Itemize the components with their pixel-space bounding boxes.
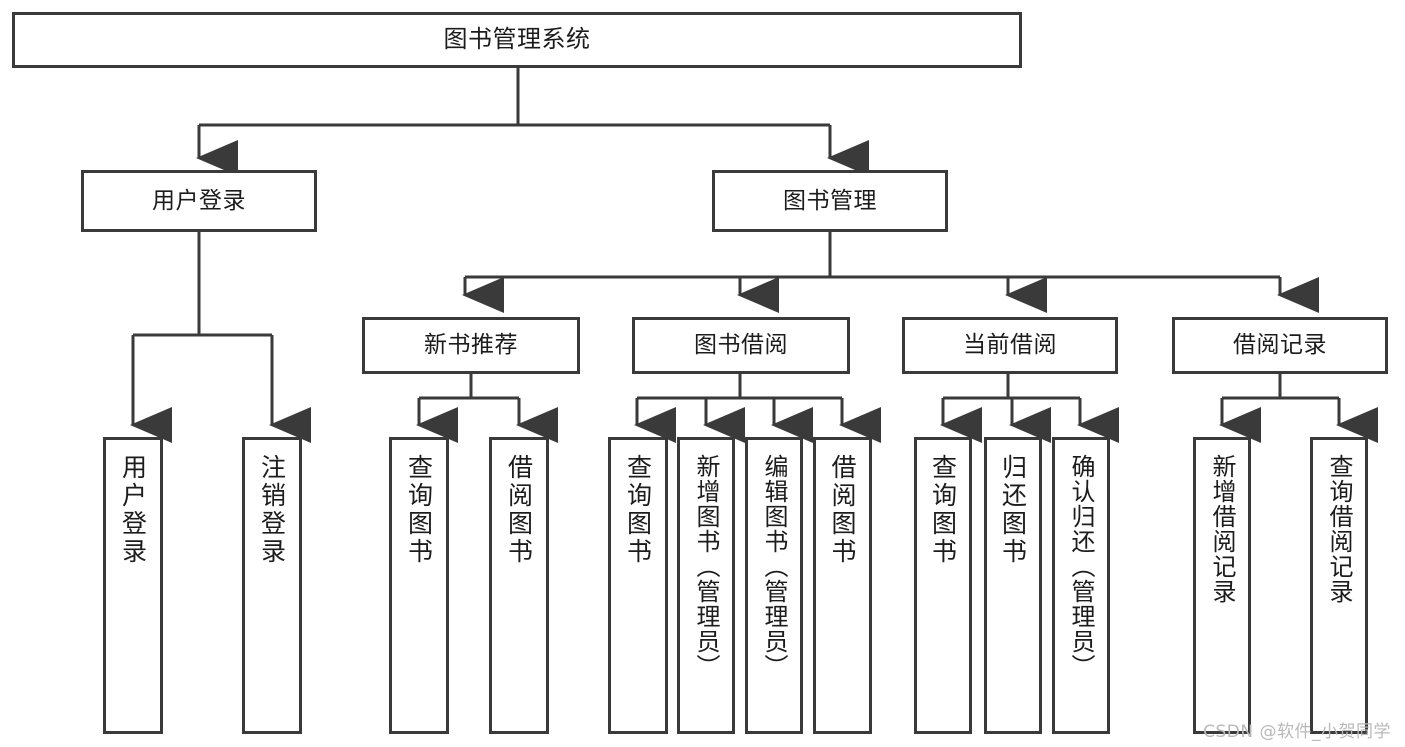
node-user-login-label: 用户登录 — [152, 187, 246, 214]
node-new-book-recommend[interactable]: 新书推荐 — [362, 317, 580, 374]
csdn-watermark: CSDN @软件_小贺同学 — [1203, 722, 1391, 742]
node-new-book-recommend-label: 新书推荐 — [424, 332, 518, 359]
node-root-system-label: 图书管理系统 — [443, 25, 591, 54]
leaf-query-borrow-record-label: 查询借阅记录 — [1325, 454, 1353, 604]
node-book-borrow[interactable]: 图书借阅 — [632, 317, 850, 374]
node-current-borrow-label: 当前借阅 — [963, 332, 1057, 359]
node-borrow-record[interactable]: 借阅记录 — [1172, 317, 1388, 374]
leaf-confirm-return-admin-label: 确认归还（管理员） — [1067, 454, 1095, 679]
leaf-new-book-query-label: 查询图书 — [404, 454, 434, 566]
leaf-borrow-book-label: 借阅图书 — [828, 454, 857, 566]
leaf-new-book-query[interactable]: 查询图书 — [389, 437, 449, 734]
node-root-system[interactable]: 图书管理系统 — [12, 12, 1022, 68]
node-book-manage-label: 图书管理 — [783, 187, 877, 214]
leaf-return-book[interactable]: 归还图书 — [984, 437, 1042, 734]
leaf-borrow-query-book[interactable]: 查询图书 — [608, 437, 668, 734]
leaf-add-book-admin[interactable]: 新增图书（管理员） — [677, 437, 735, 734]
leaf-logout-label: 注销登录 — [257, 454, 287, 566]
leaf-confirm-return-admin[interactable]: 确认归还（管理员） — [1052, 437, 1110, 734]
leaf-add-book-admin-label: 新增图书（管理员） — [692, 454, 720, 679]
node-current-borrow[interactable]: 当前借阅 — [902, 317, 1118, 374]
leaf-new-book-borrow-label: 借阅图书 — [504, 454, 534, 566]
leaf-return-book-label: 归还图书 — [998, 454, 1028, 566]
leaf-logout[interactable]: 注销登录 — [242, 437, 302, 734]
leaf-current-query-book-label: 查询图书 — [928, 454, 958, 566]
leaf-user-login[interactable]: 用户登录 — [103, 437, 163, 734]
leaf-current-query-book[interactable]: 查询图书 — [914, 437, 972, 734]
leaf-new-book-borrow[interactable]: 借阅图书 — [489, 437, 549, 734]
node-user-login[interactable]: 用户登录 — [81, 170, 317, 232]
node-borrow-record-label: 借阅记录 — [1233, 332, 1327, 359]
node-book-manage[interactable]: 图书管理 — [712, 170, 948, 232]
leaf-borrow-book[interactable]: 借阅图书 — [813, 437, 872, 734]
leaf-add-borrow-record[interactable]: 新增借阅记录 — [1193, 437, 1251, 734]
leaf-query-borrow-record[interactable]: 查询借阅记录 — [1310, 437, 1368, 734]
leaf-edit-book-admin[interactable]: 编辑图书（管理员） — [745, 437, 803, 734]
leaf-user-login-label: 用户登录 — [118, 454, 148, 566]
node-book-borrow-label: 图书借阅 — [694, 332, 788, 359]
leaf-borrow-query-book-label: 查询图书 — [623, 454, 653, 566]
leaf-add-borrow-record-label: 新增借阅记录 — [1208, 454, 1236, 604]
leaf-edit-book-admin-label: 编辑图书（管理员） — [760, 454, 788, 679]
